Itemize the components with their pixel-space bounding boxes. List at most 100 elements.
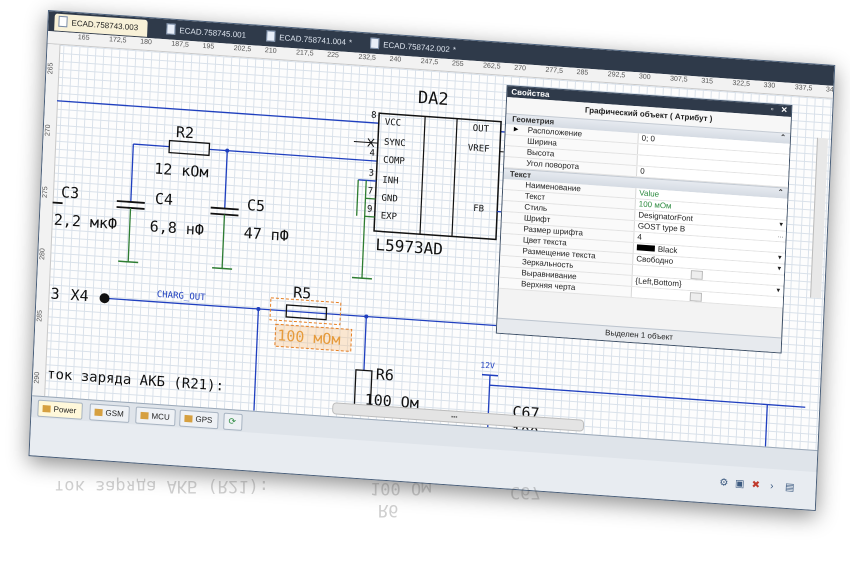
- add-icon: ⟳: [228, 415, 237, 427]
- wire: [209, 148, 378, 162]
- capacitor-c5-plate: [210, 206, 239, 211]
- ground-symbol: [212, 266, 233, 270]
- wire: [130, 144, 134, 203]
- sheet-tab-power[interactable]: Power: [37, 399, 83, 420]
- tab-dirty-mark: *: [348, 38, 353, 48]
- reflection-text: 100 Ом: [370, 478, 432, 498]
- tab-label: ECAD.758741.004: [279, 33, 347, 47]
- pin-name: VCC: [384, 117, 402, 129]
- sheet-tab-mcu[interactable]: MCU: [135, 406, 177, 427]
- add-sheet-button[interactable]: ⟳: [223, 412, 243, 431]
- ruler-tick-label: 247,5: [420, 58, 439, 67]
- section-label: Текст: [509, 169, 532, 180]
- tab-dirty-mark: *: [452, 45, 457, 55]
- wire: [363, 316, 367, 371]
- pin-name: COMP: [382, 155, 406, 168]
- ruler-tick-label: 262,5: [482, 62, 501, 71]
- sheet-icon: [140, 411, 149, 420]
- ellipsis-icon[interactable]: …: [777, 233, 784, 240]
- r5-selection-box[interactable]: [269, 297, 342, 326]
- ground-wire: [365, 197, 376, 200]
- pin-panel-icon[interactable]: ▫: [770, 104, 774, 114]
- sheet-icon: [184, 414, 193, 423]
- schematic-drawing: [52, 100, 806, 447]
- pin-name: EXP: [380, 211, 398, 223]
- ruler-tick-label: 277,5: [545, 66, 564, 75]
- power-symbol-12v: [481, 373, 499, 377]
- expand-icon[interactable]: ▶: [513, 126, 519, 133]
- dropdown-arrow-icon[interactable]: ▼: [776, 266, 783, 273]
- sheet-tab-label: Power: [53, 404, 77, 416]
- dropdown-arrow-icon[interactable]: ▼: [778, 222, 785, 229]
- sheet-icon: [42, 405, 51, 413]
- r2-value-label: 12 кОм: [153, 159, 209, 182]
- sheet-tab-label: GPS: [195, 414, 213, 425]
- wire: [224, 150, 228, 209]
- ruler-tick-label: 165: [77, 34, 90, 42]
- ruler-tick-label: 232,5: [358, 53, 377, 62]
- power-label-12v: 12V: [480, 360, 496, 371]
- ruler-tick-label: 180: [140, 38, 153, 47]
- ic-divider: [419, 116, 426, 235]
- ecad-window: ECAD.758743.003 ECAD.758745.001 ECAD.758…: [28, 10, 836, 512]
- dropdown-arrow-icon[interactable]: ▼: [776, 255, 783, 262]
- pin-name: VREF: [467, 143, 490, 155]
- resistor-r2-body: [168, 139, 211, 157]
- c4-value-label: 6,8 нФ: [149, 217, 205, 240]
- ruler-tick-label: 307,5: [669, 75, 688, 84]
- ruler-tick-label: 345: [825, 86, 834, 95]
- checkbox[interactable]: [690, 270, 703, 280]
- capacitor-c4-plate: [116, 200, 145, 204]
- collapse-icon[interactable]: ⌃: [779, 134, 787, 142]
- sheet-tab-gps[interactable]: GPS: [179, 409, 219, 430]
- wire: [764, 404, 768, 447]
- r6-ref-label: R6: [375, 365, 395, 385]
- property-value: Black: [657, 244, 678, 256]
- c5-ref-label: C5: [246, 196, 266, 216]
- scroll-grip-icon: ▪▪▪: [450, 414, 458, 421]
- close-icon[interactable]: ✕: [780, 105, 788, 115]
- pin-name: INH: [382, 175, 399, 187]
- tab-label: ECAD.758745.001: [179, 26, 247, 40]
- ruler-tick-label: 217,5: [295, 49, 314, 58]
- properties-panel-title: Свойства: [511, 87, 550, 100]
- c5-value-label: 47 пФ: [243, 223, 290, 245]
- file-icon: [58, 15, 68, 28]
- r5-value-selection[interactable]: [274, 323, 353, 352]
- file-icon: [369, 37, 380, 50]
- pin-sync: [353, 140, 378, 144]
- ruler-tick-label: 270: [514, 64, 527, 73]
- sheet-tab-gsm[interactable]: GSM: [89, 403, 131, 424]
- wire: [57, 100, 379, 124]
- ruler-tick-label: 315: [701, 77, 714, 86]
- sheet-icon: [94, 408, 103, 417]
- property-value: Свободно: [636, 254, 674, 266]
- reflection-text: ток заряда АКБ (R21):: [54, 476, 269, 496]
- junction: [225, 148, 230, 153]
- pin-name: FB: [472, 203, 485, 215]
- checkbox[interactable]: [689, 292, 703, 302]
- properties-panel: Свойства ▫ ✕ Графический объект ( Атрибу…: [495, 85, 793, 354]
- c3-ref-label: C3: [60, 183, 80, 203]
- r2-ref-label: R2: [175, 123, 195, 143]
- resistor-r5-body[interactable]: [285, 304, 328, 321]
- r5-ref-label[interactable]: R5: [292, 283, 312, 303]
- ground-wire: [361, 180, 367, 279]
- sheet-tab-label: GSM: [105, 408, 124, 419]
- ruler-tick-label: 210: [264, 47, 277, 55]
- ic-da2-body: [373, 112, 502, 241]
- pin-number: 3: [368, 168, 375, 179]
- pin-number: 9: [366, 204, 373, 215]
- ruler-tick-label: 240: [389, 55, 402, 64]
- ruler-tick-label: 187,5: [171, 40, 190, 49]
- pin-name: GND: [381, 193, 398, 205]
- collapse-icon[interactable]: ⌃: [777, 189, 784, 197]
- sheet-tab-label: MCU: [151, 411, 170, 422]
- ground-wire: [364, 215, 375, 218]
- ruler-tick-label: 172,5: [108, 36, 127, 45]
- dropdown-arrow-icon[interactable]: ▼: [775, 288, 782, 295]
- file-icon: [166, 23, 176, 35]
- connector-x4-pin[interactable]: [99, 293, 110, 304]
- wire: [358, 179, 377, 182]
